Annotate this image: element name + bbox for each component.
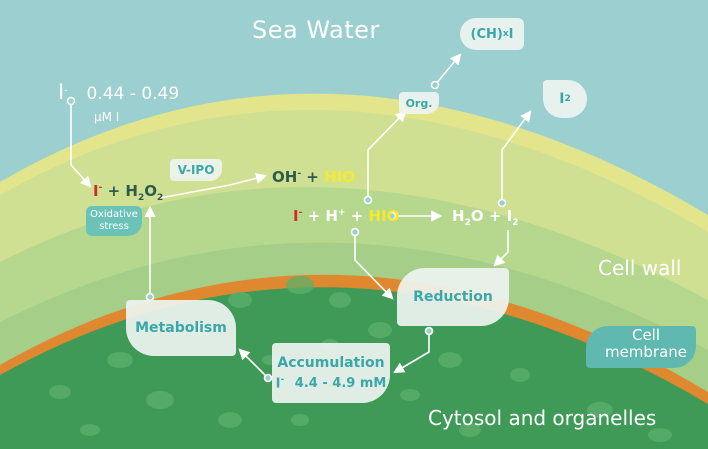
- products2-plus: +: [488, 207, 502, 225]
- cell-membrane-badge: [586, 326, 696, 368]
- reaction1-h-sub: 2: [137, 193, 145, 203]
- iodine-i: I: [559, 91, 565, 107]
- products2-o: O: [470, 207, 484, 225]
- reaction1-iodide: I: [93, 182, 99, 200]
- oxidative-stress-badge: Oxidative stress: [86, 206, 142, 236]
- accumulation-range: 4.4 - 4.9 mM: [294, 376, 387, 392]
- flow-nodes: [66, 80, 507, 383]
- cytosol-label: Cytosol and organelles: [428, 406, 657, 430]
- cell-wall-label: Cell wall: [598, 256, 682, 280]
- org-box: Org.: [399, 92, 439, 114]
- v-ipo-enzyme-box: V-IPO: [170, 159, 222, 181]
- organic-x-sub: x: [502, 29, 509, 39]
- reduction-box: Reduction: [397, 268, 509, 326]
- reaction2-plus2: +: [350, 207, 364, 225]
- iodide-unit: µM I: [94, 110, 120, 124]
- products1-hio: HIO: [324, 168, 355, 186]
- arrow-hio-to-org: [367, 110, 407, 200]
- reaction1-plus: +: [107, 182, 121, 200]
- arrow-reaction-to-products: [159, 172, 268, 199]
- accumulation-box: Accumulation I- 4.4 - 4.9 mM: [272, 343, 390, 403]
- reaction1-h2o2: H2O2: [125, 182, 164, 203]
- sea-water-label: Sea Water: [252, 16, 380, 44]
- reaction1-iodide-charge: -: [98, 183, 103, 193]
- iodine-sub: 2: [564, 94, 571, 104]
- products1-oh-charge: -: [297, 169, 302, 179]
- arrow-iodide-to-reaction: [70, 104, 92, 188]
- cell-membrane-label: Cell membrane: [604, 326, 688, 361]
- reaction1-equation: I- + H2O2: [93, 182, 163, 203]
- metabolism-box: Metabolism: [126, 300, 236, 356]
- reaction2-iodide: I: [293, 207, 299, 225]
- iodide-range: 0.44 - 0.49: [86, 84, 180, 104]
- reaction2-h-charge: +: [337, 208, 346, 218]
- iodide-symbol: I: [58, 80, 65, 104]
- accumulation-title: Accumulation: [277, 354, 385, 371]
- organelle-spots: [49, 276, 672, 442]
- arrow-org-to-organic: [434, 53, 462, 86]
- arrow-i2-to-surface: [501, 110, 532, 203]
- reaction1-h: H: [125, 182, 138, 200]
- reaction1-o: O: [144, 182, 157, 200]
- flow-arrows: [70, 53, 532, 379]
- products1-oh: OH: [272, 168, 298, 186]
- products2-equation: H2O + I2: [452, 207, 519, 228]
- products2-h: H: [452, 207, 465, 225]
- accumulation-iodide: I: [275, 376, 281, 392]
- products1-equation: OH- + HIO: [272, 168, 355, 186]
- products2-i: I: [506, 207, 513, 225]
- arrow-hio-to-reduction: [354, 232, 394, 300]
- arrow-i2-to-reduction: [493, 230, 509, 267]
- accumulation-charge: -: [280, 374, 285, 385]
- accumulation-concentration: I- 4.4 - 4.9 mM: [276, 375, 387, 391]
- reaction2-h-text: H: [325, 207, 338, 225]
- reaction2-iodide-charge: -: [298, 208, 303, 218]
- reaction2-plus1: +: [307, 207, 321, 225]
- arrow-accumulation-to-metabolism: [238, 348, 269, 379]
- reaction2-hio: HIO: [368, 207, 400, 225]
- reaction2-h: H+: [325, 207, 345, 225]
- iodide-charge: -: [64, 85, 68, 96]
- products2-i-sub: 2: [512, 218, 519, 228]
- iodide-seawater-concentration: I- 0.44 - 0.49: [58, 80, 179, 104]
- organic-ch: (CH): [470, 26, 503, 42]
- products2-h-sub: 2: [464, 218, 471, 228]
- reaction1-o-sub: 2: [156, 193, 164, 203]
- products1-plus: +: [306, 168, 319, 186]
- reaction2-equation: I- + H+ + HIO: [293, 207, 399, 225]
- organic-i: I: [508, 26, 514, 42]
- arrow-reduction-to-accumulation: [393, 331, 430, 374]
